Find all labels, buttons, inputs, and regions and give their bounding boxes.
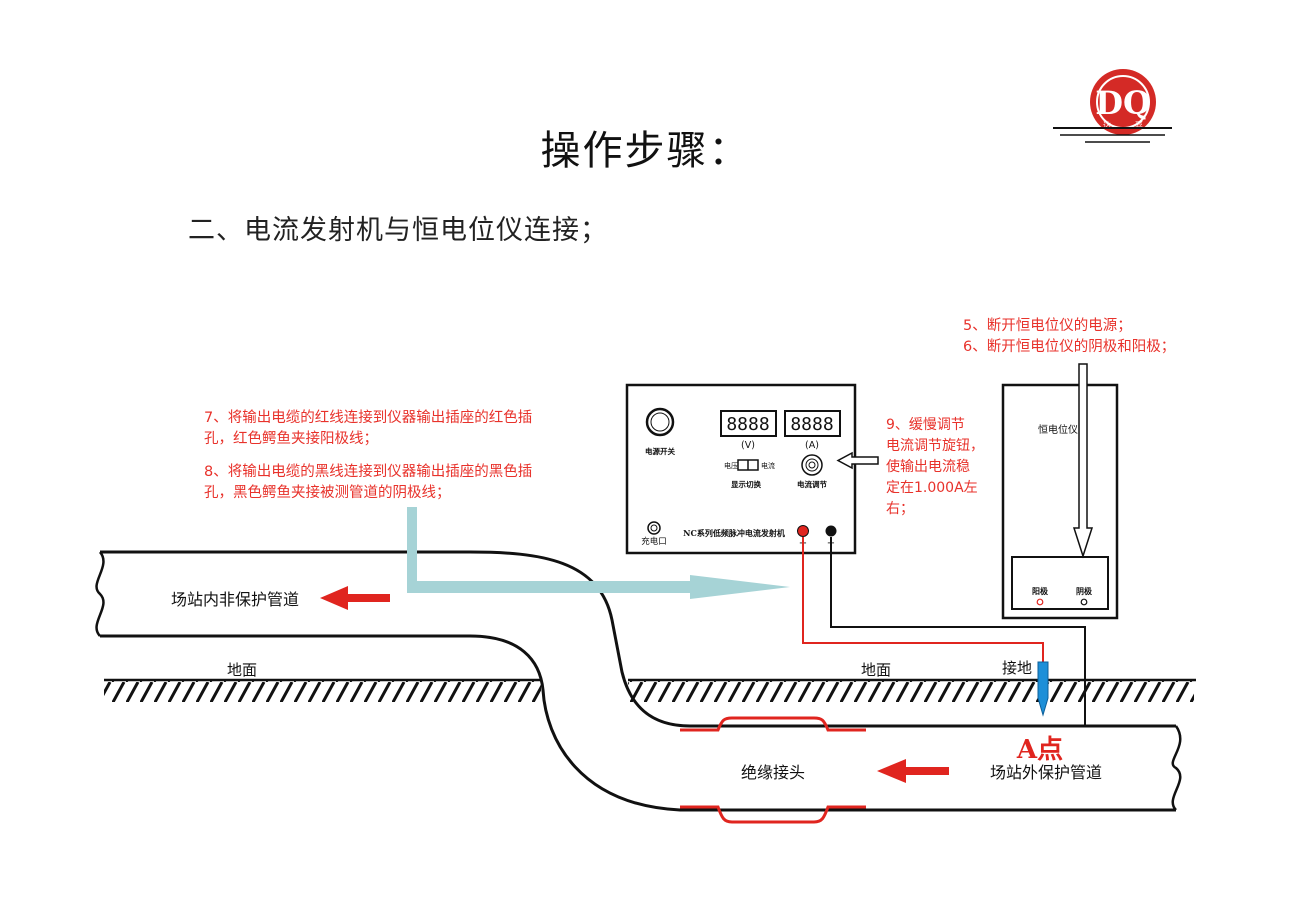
inner-pipe-label: 场站内非保护管道	[171, 590, 299, 609]
black-output-cable	[830, 537, 1086, 726]
note-9-arrow	[836, 451, 879, 470]
red-output-cable	[802, 537, 1044, 665]
current-display-digits: 8888	[790, 414, 833, 435]
insulating-joint	[680, 716, 866, 824]
logo-letters: DQ	[1095, 84, 1151, 122]
power-switch-label: 电源开关	[645, 446, 675, 456]
cathode-terminal	[1080, 598, 1088, 606]
note-step-9: 9、缓慢调节 电流调节旋钮， 使输出电流稳 定在1.000A左 右；	[886, 415, 984, 520]
display-switch-right-label: 电流	[761, 461, 775, 470]
note-steps-5-6: 5、断开恒电位仪的电源； 6、断开恒电位仪的阴极和阳极；	[963, 316, 1175, 358]
current-display-label: (A)	[805, 440, 819, 451]
ground-right-label: 地面	[861, 661, 891, 679]
note-step-9-line-4: 定在1.000A左	[886, 480, 978, 496]
section-title: 二、电流发射机与恒电位仪连接；	[188, 215, 608, 246]
current-adjust-knob[interactable]	[801, 454, 823, 476]
current-display	[784, 410, 841, 437]
voltage-display-label: (V)	[741, 440, 755, 451]
outer-pipe-label: 场站外保护管道	[990, 763, 1102, 782]
display-switch-label: 显示切换	[731, 479, 761, 489]
logo-char-2: 嘉	[1135, 120, 1143, 130]
point-a-label: A点	[1016, 734, 1063, 765]
current-adjust-label: 电流调节	[797, 479, 827, 489]
cathode-label: 阴极	[1076, 586, 1092, 596]
black-output-socket	[825, 525, 837, 537]
anode-terminal	[1036, 598, 1044, 606]
note-step-9-line-1: 9、缓慢调节	[886, 417, 965, 433]
logo-char-1: 达	[1103, 120, 1111, 130]
ground-probe-icon	[1037, 661, 1049, 717]
transmitter-model-label: NC系列低频脉冲电流发射机	[683, 528, 785, 538]
teal-instruction-arrow	[407, 507, 790, 599]
note-step-9-line-2: 电流调节旋钮，	[886, 438, 984, 454]
voltage-display-digits: 8888	[726, 414, 769, 435]
charge-port-icon	[647, 521, 661, 535]
note-step-8: 8、将输出电缆的黑线连接到仪器输出插座的黑色插 孔，黑色鳄鱼夹接被测管道的阴极线…	[204, 462, 532, 504]
potentiostat-label: 恒电位仪	[1038, 423, 1078, 436]
ground-left-label: 地面	[227, 661, 257, 679]
insulating-joint-label: 绝缘接头	[741, 763, 805, 782]
potentiostat-terminal-panel	[1011, 556, 1109, 610]
page-title: 操作步骤：	[540, 128, 751, 174]
note-step-5: 5、断开恒电位仪的电源；	[963, 318, 1132, 334]
flow-arrow-outer-pipe	[877, 759, 949, 783]
voltage-display	[720, 410, 777, 437]
note-step-7-line-1: 7、将输出电缆的红线连接到仪器输出插座的红色插	[204, 410, 533, 426]
pipeline	[95, 550, 1182, 812]
ground-left	[104, 678, 541, 702]
current-transmitter: 电源开关 8888 (V) 8888 (A) 电压 电流 显示切换 电流调节 充…	[625, 383, 857, 555]
note-step-7-line-2: 孔，红色鳄鱼夹接阳极线；	[204, 431, 378, 447]
note-step-9-line-5: 右；	[886, 501, 914, 517]
note-step-8-line-1: 8、将输出电缆的黑线连接到仪器输出插座的黑色插	[204, 464, 533, 480]
ground-right	[628, 678, 1196, 702]
red-output-socket	[797, 525, 809, 537]
note-5-6-arrow	[1072, 363, 1094, 559]
flow-arrow-inner-pipe	[320, 586, 390, 610]
note-step-7: 7、将输出电缆的红线连接到仪器输出插座的红色插 孔，红色鳄鱼夹接阳极线；	[204, 408, 532, 450]
note-step-9-line-3: 使输出电流稳	[886, 459, 970, 475]
potentiostat: 恒电位仪 阳极 阴极	[1001, 383, 1119, 620]
company-logo: DQ 达 嘉	[1053, 69, 1172, 143]
anode-label: 阳极	[1032, 586, 1048, 596]
display-switch-left-label: 电压	[724, 461, 738, 470]
note-step-8-line-2: 孔，黑色鳄鱼夹接被测管道的阴极线；	[204, 485, 451, 501]
note-step-6: 6、断开恒电位仪的阴极和阳极；	[963, 339, 1176, 355]
charge-port-label: 充电口	[641, 536, 667, 547]
grounding-label: 接地	[1002, 659, 1032, 677]
logo-circle-icon	[1090, 69, 1156, 135]
